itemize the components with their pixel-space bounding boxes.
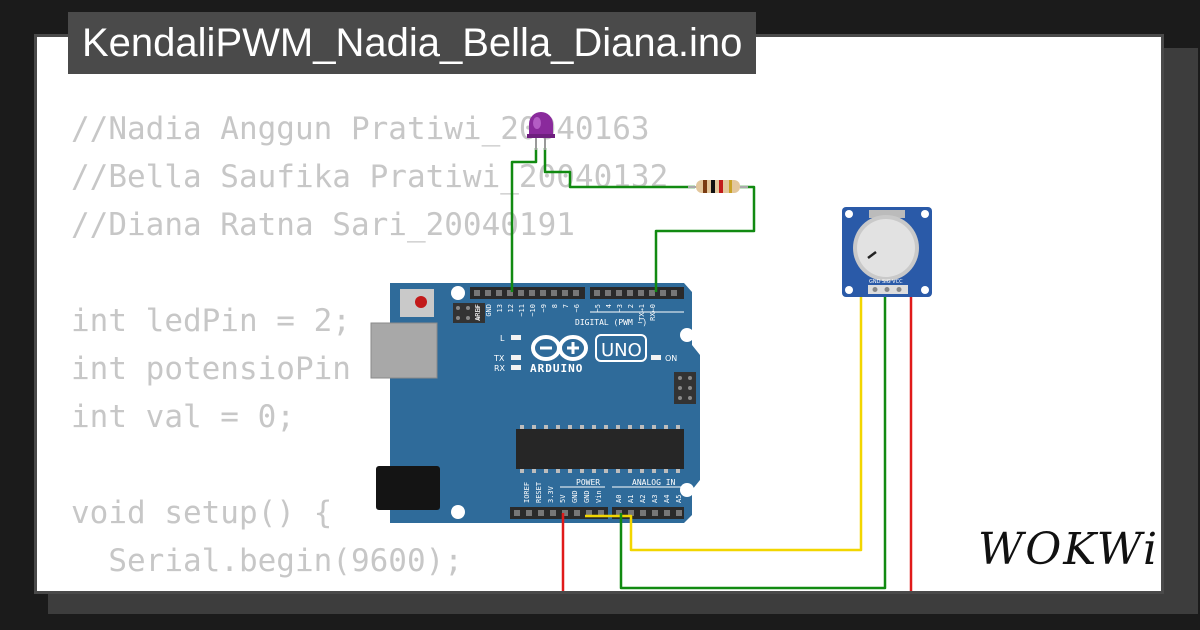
digital-pin-label: 8 — [551, 304, 559, 308]
digital-header-label: DIGITAL (PWM ~) — [575, 318, 647, 327]
arduino-brand-text: ARDUINO — [530, 362, 583, 375]
analog-pin-label: A4 — [663, 495, 671, 503]
digital-pin-label: GND — [485, 304, 493, 317]
resistor[interactable] — [688, 180, 748, 193]
wire-led-resistor[interactable] — [543, 148, 695, 189]
code-line: //Nadia Anggun Pratiwi_20040163 — [71, 111, 650, 147]
code-background: //Nadia Anggun Pratiwi_20040163 //Bella S… — [71, 105, 669, 591]
analog-pin-label: A0 — [615, 495, 623, 503]
power-pin-label: Vin — [595, 490, 603, 503]
usb-connector — [370, 322, 438, 379]
digital-pin-label: ~5 — [594, 304, 602, 312]
power-pin-label: GND — [583, 490, 591, 503]
power-jack — [376, 466, 440, 510]
digital-pin-label: RX←0 — [649, 304, 657, 321]
power-pin-label: 5V — [559, 494, 567, 503]
digital-pin-label: ~10 — [529, 304, 537, 317]
power-pin-label: RESET — [535, 481, 543, 503]
code-line: int ledPin = 2; — [71, 303, 351, 339]
power-pin-label: 3.3V — [547, 485, 555, 503]
digital-pin-label: 4 — [605, 304, 613, 308]
uno-model-text: UNO — [601, 340, 642, 361]
digital-pin-label: ~6 — [573, 304, 581, 312]
pot-knob-indicator — [867, 251, 877, 259]
microcontroller-chip — [516, 429, 684, 469]
digital-pin-label: 12 — [507, 304, 515, 312]
reset-button[interactable] — [400, 289, 434, 317]
code-line: //Bella Saufika Pratiwi_20040132 — [71, 159, 669, 195]
power-pin-label: IOREF — [523, 482, 531, 503]
wokwi-logo[interactable]: WOKWi — [978, 524, 1160, 575]
pot-pin-labels: GND SIG VCC — [869, 279, 903, 285]
arduino-uno-board[interactable]: DIGITAL (PWM ~) L TX RX ON ARDUINO UNO — [370, 283, 700, 523]
code-line: //Diana Ratna Sari_20040191 — [71, 207, 575, 243]
code-line: int val = 0; — [71, 399, 295, 435]
analog-pin-label: A1 — [627, 495, 635, 503]
led-purple[interactable] — [527, 112, 555, 150]
code-line: Serial.begin(9600); — [71, 543, 463, 579]
wire-led-gnd[interactable] — [510, 148, 538, 292]
project-title[interactable]: KendaliPWM_Nadia_Bella_Diana.ino — [68, 12, 757, 74]
potentiometer[interactable]: GND SIG VCC — [842, 207, 932, 297]
led-l-label: L — [500, 334, 505, 343]
analog-pin-label: A5 — [675, 495, 683, 503]
analog-pin-label: A2 — [639, 495, 647, 503]
wire-pot-vcc[interactable] — [899, 286, 913, 600]
code-line: int potensioPin — [71, 351, 351, 387]
led-tx-label: TX — [493, 354, 505, 363]
digital-pin-label: ~9 — [540, 304, 548, 312]
power-header-label: POWER — [576, 478, 600, 487]
digital-pin-label: 7 — [562, 304, 570, 308]
power-pin-label: GND — [571, 490, 579, 503]
led-on-label: ON — [665, 354, 677, 363]
digital-pin-label: 13 — [496, 304, 504, 312]
code-line: void setup() { — [71, 495, 333, 531]
digital-pin-label: TX→1 — [638, 304, 646, 321]
digital-pin-label: ~3 — [616, 304, 624, 312]
bottom-pin-labels: IOREF RESET 3.3V 5V GND GND Vin A0 A1 A2 A3 A4 A5 — [523, 481, 683, 503]
digital-pin-label: 2 — [627, 304, 635, 308]
led-rx-label: RX — [494, 364, 506, 373]
arduino-infinity-icon — [531, 335, 588, 361]
wire-pot-gnd[interactable] — [619, 288, 887, 590]
analog-pin-label: A3 — [651, 495, 659, 503]
digital-pin-label: ~11 — [518, 304, 526, 317]
analog-header-label: ANALOG IN — [632, 478, 676, 487]
wire-resistor-pin2[interactable] — [654, 185, 756, 292]
digital-pin-label: AREF — [474, 304, 482, 321]
